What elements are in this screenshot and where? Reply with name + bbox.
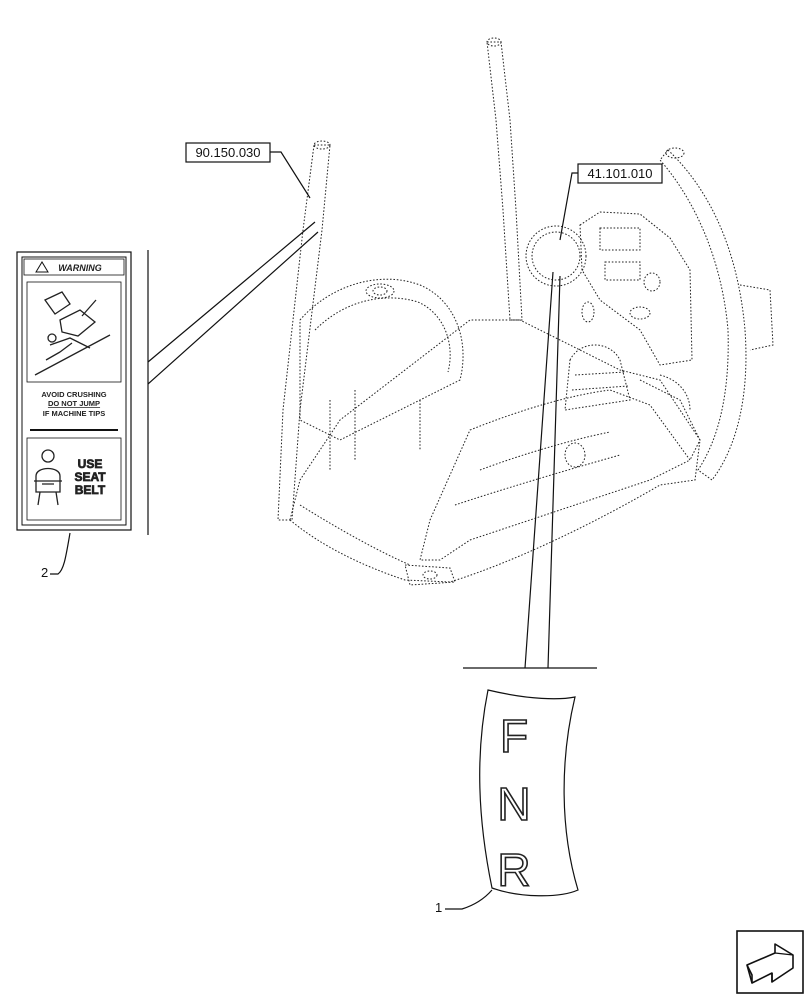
ref-label-41-101-010[interactable]: 41.101.010 [577,163,663,184]
warning-header: WARNING [58,263,102,273]
ref-label-90-150-030[interactable]: 90.150.030 [185,142,271,163]
fnr-letter-r: R [497,844,530,896]
callout-1[interactable]: 1 [435,889,493,915]
leader-decal-1 [524,271,561,669]
leader-41-101-010 [559,172,578,241]
seatbelt-line-2: SEAT [74,470,106,484]
warning-line-3: IF MACHINE TIPS [43,409,106,418]
leader-90-150-030 [270,151,311,199]
fnr-letter-n: N [497,778,530,830]
seatbelt-line-1: USE [78,457,103,471]
ref-label-41-101-010-text: 41.101.010 [587,166,652,181]
warning-line-2: DO NOT JUMP [48,399,100,408]
ref-label-90-150-030-text: 90.150.030 [195,145,260,160]
machine-drawing [277,37,774,586]
next-page-arrow-icon[interactable] [736,930,804,994]
callout-2-number: 2 [41,565,48,580]
crush-pictogram-icon [34,291,111,376]
seatbelt-pictogram-icon [34,449,62,506]
leader-decal-2 [147,221,319,385]
seatbelt-line-3: BELT [75,483,106,497]
fnr-decal: F N R [479,689,579,897]
callout-2[interactable]: 2 [41,532,71,580]
callout-1-number: 1 [435,900,442,915]
fnr-letter-f: F [500,710,528,762]
warning-line-1: AVOID CRUSHING [41,390,106,399]
warning-decal: WARNING AVOID CRUSHING DO NOT JUMP IF MA… [16,251,132,531]
warning-triangle-icon [35,261,49,273]
